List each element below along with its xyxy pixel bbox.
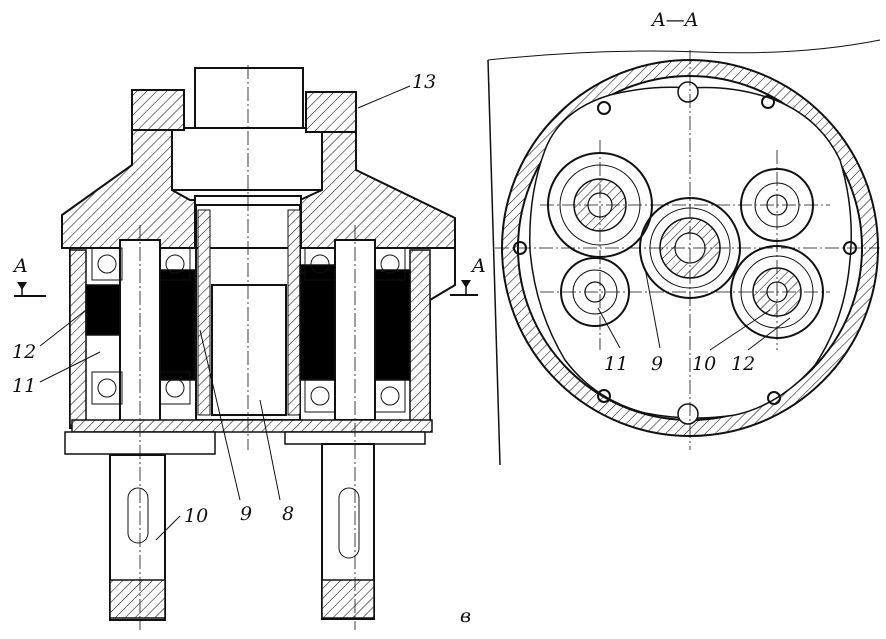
central-shaft [211, 284, 287, 416]
label-9-right: 9 [651, 353, 663, 375]
right-chuck [321, 579, 375, 619]
cut-label-left: A [12, 255, 28, 277]
right-slot [338, 487, 360, 559]
left-gear-12 [85, 284, 121, 336]
label-11-right: 11 [604, 353, 628, 375]
input-shaft [194, 67, 304, 129]
housing-cone [61, 129, 456, 249]
cut-label-right: A [470, 255, 486, 277]
ring-13 [305, 91, 357, 133]
section-title: A—A [650, 9, 698, 31]
cut-marker-left [14, 282, 46, 297]
left-slot [127, 487, 149, 544]
right-gear-right [374, 269, 411, 381]
section-a-a-view: A—A [487, 9, 881, 466]
left-chuck [109, 579, 166, 619]
label-9-left: 9 [240, 503, 252, 525]
sun-gear-9 [197, 209, 211, 416]
leader-lines-right [597, 267, 791, 351]
housing-wall-left [69, 249, 87, 427]
bottom-plate [71, 419, 433, 433]
label-12-left: 12 [12, 341, 36, 363]
label-11-left: 11 [12, 375, 36, 397]
cut-marker-right [450, 280, 478, 296]
left-sectional-view: A A 13 12 11 10 9 8 [12, 65, 486, 630]
label-10-left: 10 [184, 505, 208, 527]
leader-lines-left [39, 85, 411, 541]
top-bolt-head [131, 89, 185, 131]
figure-letter: в [460, 605, 471, 627]
right-bearings [304, 247, 406, 413]
label-12-right: 12 [731, 353, 755, 375]
label-13: 13 [412, 71, 436, 93]
break-line [487, 39, 881, 61]
housing-wall-right [409, 249, 431, 427]
label-10-right: 10 [692, 353, 716, 375]
shaft-collar [171, 127, 323, 191]
left-bearings [91, 247, 191, 405]
sun-gear-9-right [287, 209, 301, 416]
label-8-left: 8 [282, 503, 294, 525]
left-gear-inner [159, 269, 196, 381]
right-gear-left [299, 264, 336, 381]
